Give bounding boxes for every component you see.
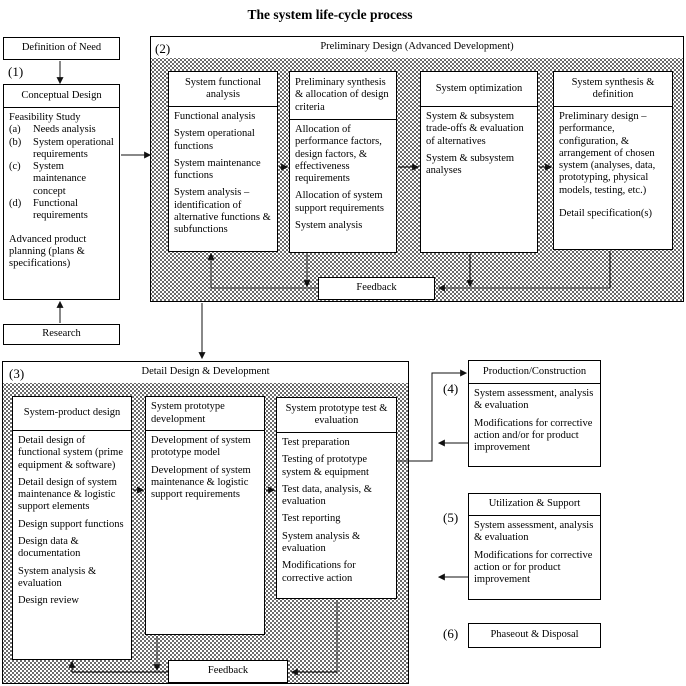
phase3-feedback-box: Feedback bbox=[168, 660, 288, 683]
phase4-number-label: (4) bbox=[443, 381, 459, 396]
list-item: System analysis – identification of alte… bbox=[174, 187, 271, 236]
definition-of-need-label: Definition of Need bbox=[21, 42, 102, 54]
list-item: System assessment, analysis & evaluation bbox=[474, 388, 594, 412]
list-item: Detail design of functional system (prim… bbox=[18, 435, 123, 471]
production-construction-box: Production/Construction System assessmen… bbox=[468, 360, 601, 467]
utilization-support-body: System assessment, analysis & evaluation… bbox=[469, 516, 600, 593]
list-item: Modifications for corrective action or f… bbox=[474, 549, 593, 586]
system-functional-analysis-body: Functional analysis System operational f… bbox=[169, 107, 277, 244]
system-product-design-body: Detail design of functional system (prim… bbox=[13, 431, 131, 614]
list-item: System maintenance functions bbox=[174, 157, 261, 182]
list-item: (a) Needs analysis bbox=[9, 124, 96, 136]
list-item: (b) System operational requirements bbox=[9, 136, 114, 160]
phase1-number-label: (1) bbox=[8, 64, 24, 79]
preliminary-design-titlebar: Preliminary Design (Advanced Development… bbox=[151, 37, 683, 59]
phase5-number-label: (5) bbox=[443, 510, 459, 525]
phase2-feedback-box: Feedback bbox=[318, 277, 435, 300]
list-item: Test reporting bbox=[282, 513, 341, 525]
research-label: Research bbox=[42, 328, 81, 340]
system-product-design-header: System-product design bbox=[13, 397, 131, 431]
list-item: Functional analysis bbox=[174, 111, 256, 122]
phase3-number-label: (3) bbox=[9, 366, 25, 381]
feasibility-study-label: Feasibility Study bbox=[9, 112, 81, 123]
list-item: Modifications for corrective action and/… bbox=[474, 417, 593, 454]
conceptual-design-box: Conceptual Design Feasibility Study (a) … bbox=[3, 84, 120, 300]
list-item: Development of system maintenance & logi… bbox=[151, 464, 251, 501]
phase2-number-label: (2) bbox=[155, 41, 171, 56]
preliminary-synthesis-body: Allocation of performance factors, desig… bbox=[290, 120, 396, 239]
production-construction-body: System assessment, analysis & evaluation… bbox=[469, 384, 600, 461]
phaseout-disposal-label: Phaseout & Disposal bbox=[490, 629, 579, 641]
feedback-label: Feedback bbox=[356, 282, 397, 294]
advanced-product-planning-label: Advanced product planning (plans & speci… bbox=[9, 233, 87, 270]
phaseout-disposal-box: Phaseout & Disposal bbox=[468, 623, 601, 648]
list-item: Test data, analysis, & evaluation bbox=[282, 483, 372, 508]
system-prototype-development-box: System prototype development Development… bbox=[145, 396, 265, 635]
system-product-design-box: System-product design Detail design of f… bbox=[12, 396, 132, 660]
conceptual-design-body: Feasibility Study (a) Needs analysis (b)… bbox=[4, 108, 119, 272]
list-item: Allocation of system support requirement… bbox=[295, 190, 384, 214]
preliminary-synthesis-header: Preliminary synthesis & allocation of de… bbox=[290, 72, 396, 120]
system-prototype-test-box: System prototype test & evaluation Test … bbox=[276, 397, 397, 599]
research-box: Research bbox=[3, 324, 120, 345]
system-functional-analysis-header: System functional analysis bbox=[169, 72, 277, 107]
phase6-number-label: (6) bbox=[443, 626, 459, 641]
system-synthesis-body: Preliminary design – performance, config… bbox=[554, 107, 672, 227]
list-item: Development of system prototype model bbox=[151, 435, 251, 459]
list-item: (c) System maintenance concept bbox=[9, 161, 87, 197]
list-item: (d) Functional requirements bbox=[9, 197, 88, 222]
preliminary-synthesis-box: Preliminary synthesis & allocation of de… bbox=[289, 71, 397, 253]
list-item: Allocation of performance factors, desig… bbox=[295, 124, 382, 185]
list-item: Test preparation bbox=[282, 437, 350, 448]
list-item: System operational functions bbox=[174, 128, 255, 152]
system-prototype-test-body: Test preparation Testing of prototype sy… bbox=[277, 433, 396, 592]
system-prototype-test-header: System prototype test & evaluation bbox=[277, 398, 396, 433]
list-item: System analysis & evaluation bbox=[18, 565, 97, 589]
list-item: Design review bbox=[18, 595, 79, 607]
list-item: Testing of prototype system & equipment bbox=[282, 454, 369, 478]
system-synthesis-header: System synthesis & definition bbox=[554, 72, 672, 107]
feedback-label: Feedback bbox=[207, 665, 249, 677]
production-construction-header: Production/Construction bbox=[469, 361, 600, 384]
list-item: System analysis & evaluation bbox=[282, 530, 361, 554]
list-item: Design data & documentation bbox=[18, 535, 81, 560]
conceptual-design-header: Conceptual Design bbox=[4, 85, 119, 108]
system-prototype-development-header: System prototype development bbox=[146, 397, 264, 431]
system-synthesis-box: System synthesis & definition Preliminar… bbox=[553, 71, 673, 250]
list-item: Design support functions bbox=[18, 518, 124, 530]
system-optimization-box: System optimization System & subsystem t… bbox=[420, 71, 538, 253]
system-optimization-header: System optimization bbox=[421, 72, 537, 107]
detail-design-titlebar: Detail Design & Development bbox=[3, 362, 408, 384]
list-item: System analysis bbox=[295, 219, 363, 231]
list-item: System & subsystem trade-offs & evaluati… bbox=[426, 111, 524, 147]
utilization-support-box: Utilization & Support System assessment,… bbox=[468, 493, 601, 600]
list-item: Preliminary design – performance, config… bbox=[559, 111, 656, 196]
system-prototype-development-body: Development of system prototype model De… bbox=[146, 431, 264, 508]
system-functional-analysis-box: System functional analysis Functional an… bbox=[168, 71, 278, 252]
list-item: Detail design of system maintenance & lo… bbox=[18, 476, 117, 513]
list-item: System assessment, analysis & evaluation bbox=[474, 520, 594, 544]
definition-of-need-box: Definition of Need bbox=[3, 37, 120, 60]
diagram-title: The system life-cycle process bbox=[247, 7, 413, 22]
utilization-support-header: Utilization & Support bbox=[469, 494, 600, 516]
system-optimization-body: System & subsystem trade-offs & evaluati… bbox=[421, 107, 537, 184]
list-item: System & subsystem analyses bbox=[426, 152, 515, 177]
list-item: Detail specification(s) bbox=[559, 207, 653, 219]
list-item: Modifications for corrective action bbox=[282, 560, 356, 584]
